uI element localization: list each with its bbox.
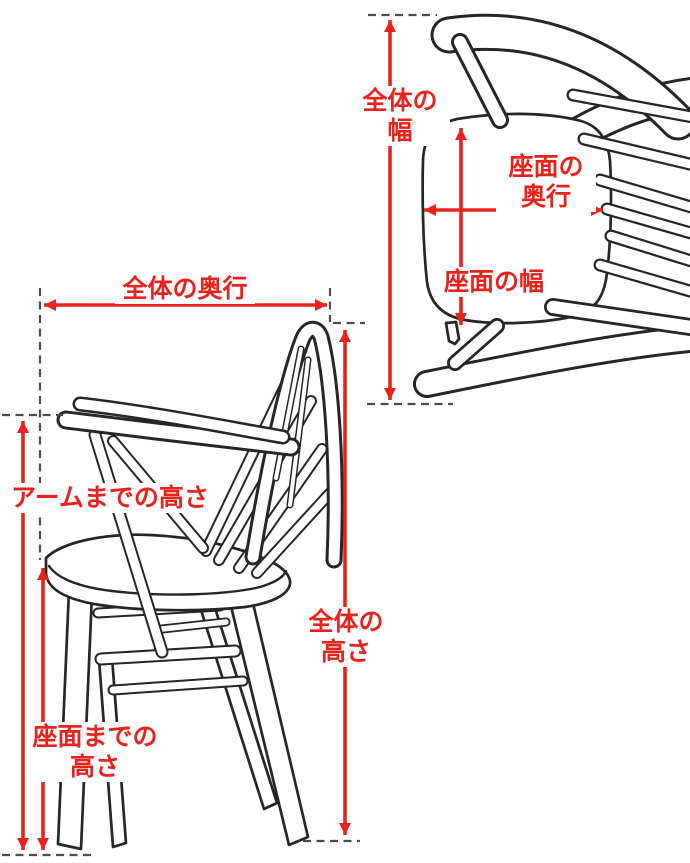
side-view-far-stretchers — [107, 617, 249, 696]
overall-width-label: 全体の 幅 — [350, 86, 450, 146]
seat-depth-label-line1: 座面の — [508, 153, 584, 181]
seat-depth-label-line2: 奥行 — [520, 183, 571, 211]
side-view-chair — [44, 320, 344, 851]
overall-height-label: 全体の 高さ — [296, 607, 396, 667]
arm-height-label: アームまでの高さ — [6, 483, 214, 513]
extension-lines — [2, 13, 453, 857]
side-view-front-leg — [56, 588, 94, 851]
top-view-arm-support — [451, 33, 509, 129]
seat-height-label: 座面までの 高さ — [28, 722, 162, 782]
side-view-seat-rim — [47, 564, 288, 596]
top-view-arm-bar-bottom — [544, 298, 690, 336]
overall-width-label-line1: 全体の — [362, 87, 438, 115]
overall-height-label-line2: 高さ — [320, 638, 371, 666]
top-view-back-spindles — [566, 88, 690, 298]
seat-height-label-line1: 座面までの — [32, 723, 158, 751]
overall-height-label-line1: 全体の — [308, 608, 384, 636]
top-view-arm-support-bottom — [447, 318, 505, 371]
side-view-armrest — [56, 396, 301, 457]
seat-height-label-line2: 高さ — [69, 753, 120, 781]
seat-depth-label: 座面の 奥行 — [496, 152, 596, 212]
top-view-leg-tip — [444, 320, 461, 346]
overall-width-label-line2: 幅 — [387, 117, 413, 145]
seat-width-label: 座面の幅 — [434, 267, 554, 297]
overall-depth-label: 全体の奥行 — [115, 274, 255, 304]
top-view-bow-band-bottom — [413, 324, 690, 398]
top-view-arm-band — [430, 13, 690, 141]
